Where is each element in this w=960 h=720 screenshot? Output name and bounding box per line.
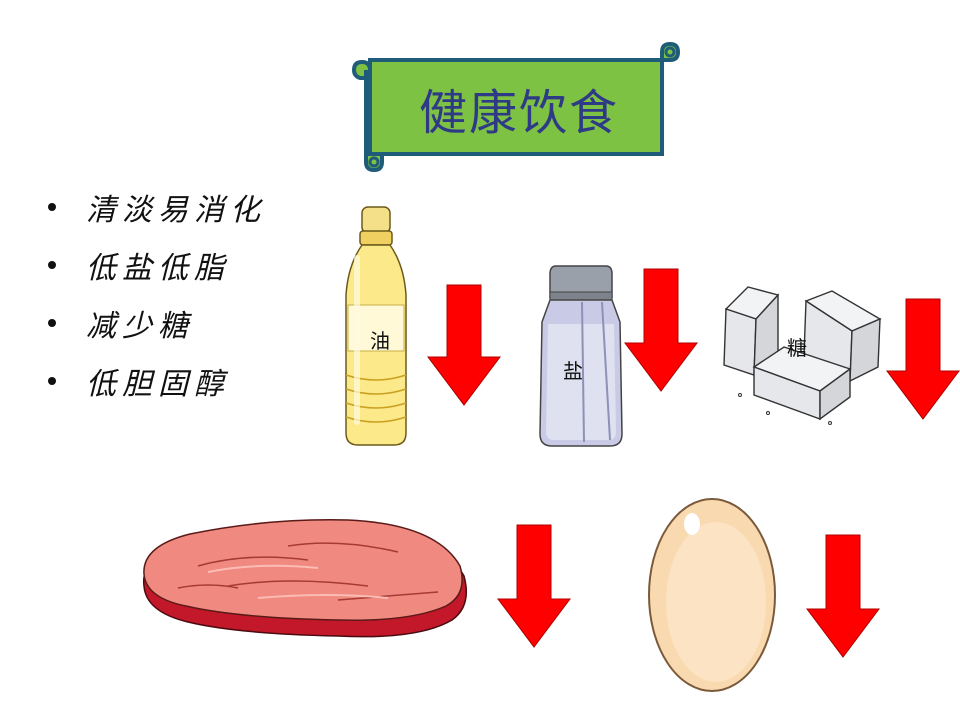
bullet-icon xyxy=(48,203,56,211)
down-arrow-icon xyxy=(806,534,880,658)
down-arrow-icon xyxy=(427,284,501,406)
salt-label: 盐 xyxy=(563,359,583,383)
oil-label: 油 xyxy=(370,329,390,353)
bullet-text: 减少糖 xyxy=(86,309,194,344)
page-title: 健康饮食 xyxy=(418,85,619,141)
down-arrow-icon xyxy=(497,524,571,648)
bullet-list: 清淡易消化 低盐低脂 减少糖 低胆固醇 xyxy=(40,178,266,410)
egg-icon xyxy=(648,498,776,692)
sugar-label: 糖 xyxy=(787,336,807,360)
bullet-icon xyxy=(48,261,56,269)
sugar-cubes-icon xyxy=(723,286,882,425)
bullet-text: 低胆固醇 xyxy=(86,367,230,402)
down-arrow-icon xyxy=(886,298,960,420)
bullet-icon xyxy=(48,319,56,327)
bullet-text: 低盐低脂 xyxy=(86,251,230,286)
bullet-text: 清淡易消化 xyxy=(86,193,266,228)
title-banner xyxy=(352,42,681,172)
list-item: 低盐低脂 xyxy=(40,236,266,294)
salt-shaker-icon xyxy=(539,265,623,447)
bullet-icon xyxy=(48,377,56,385)
oil-bottle-icon xyxy=(345,206,407,446)
list-item: 低胆固醇 xyxy=(40,352,266,410)
down-arrow-icon xyxy=(624,268,698,392)
meat-icon xyxy=(143,519,467,638)
list-item: 清淡易消化 xyxy=(40,178,266,236)
list-item: 减少糖 xyxy=(40,294,266,352)
